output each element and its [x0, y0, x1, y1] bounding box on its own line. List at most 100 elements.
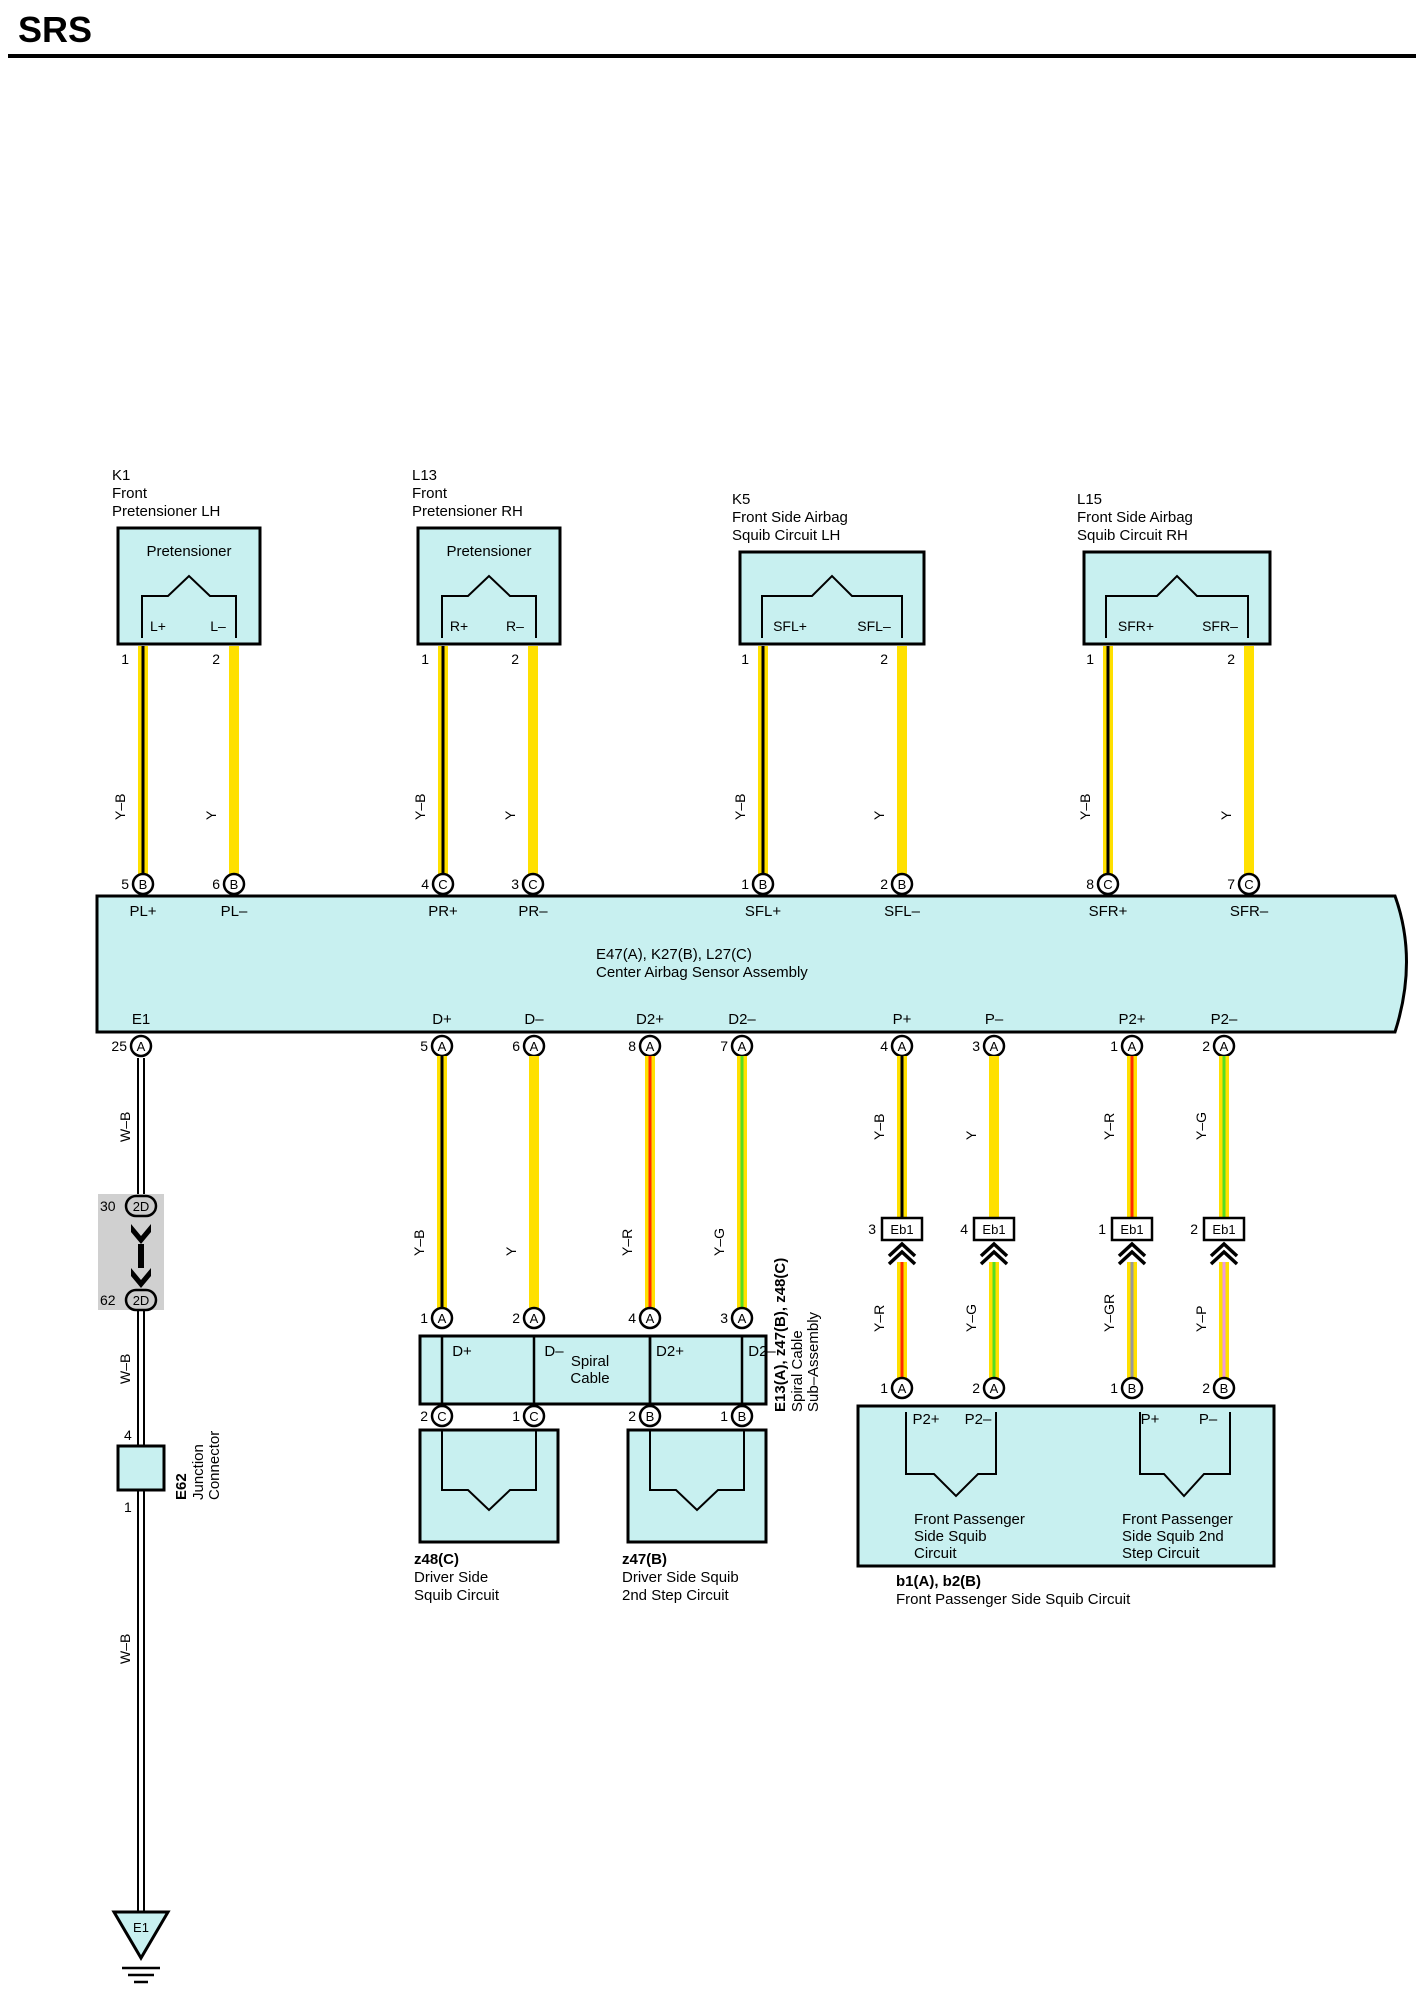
- eb1-chevron-1: [887, 1241, 917, 1266]
- svg-text:C: C: [529, 1409, 538, 1424]
- top-wire-pin-2: 2: [212, 651, 220, 667]
- spiral-upper-wire-1: [437, 1056, 447, 1308]
- svg-text:2: 2: [628, 1408, 636, 1424]
- center-name: Center Airbag Sensor Assembly: [596, 964, 808, 981]
- z47-code: z47(B): [622, 1551, 667, 1568]
- component-k5: K5 Front Side Airbag Squib Circuit LH SF…: [732, 491, 926, 646]
- eb1-lower-wire-1: [897, 1262, 907, 1378]
- spiral-upper-wire-3: [645, 1056, 655, 1308]
- svg-text:Eb1: Eb1: [890, 1222, 913, 1237]
- eb1-upper-wire-3: [1127, 1056, 1137, 1218]
- top-wire-pin-5: 1: [741, 651, 749, 667]
- svg-text:2: 2: [512, 1310, 520, 1326]
- center-top-pin-3: C4: [421, 872, 455, 896]
- center-bottom-pin-1: A25: [111, 1034, 153, 1058]
- svg-text:1: 1: [1110, 1038, 1118, 1054]
- center-bottom-terminal-4: D2+: [636, 1011, 664, 1028]
- spiral-name-1: Spiral: [571, 1353, 609, 1370]
- top-wire-3: [438, 646, 448, 874]
- passenger-left-line2: Side Squib: [914, 1528, 987, 1545]
- k5-terminal-b: SFL–: [857, 618, 891, 634]
- svg-text:B: B: [646, 1409, 655, 1424]
- k1-element-symbol: [141, 574, 237, 638]
- junction-2d-pin-top: 30: [100, 1198, 116, 1214]
- spiral-bottom-pin-2: C1: [512, 1404, 546, 1428]
- center-top-terminal-7: SFR+: [1089, 903, 1128, 920]
- l15-terminal-a: SFR+: [1118, 618, 1154, 634]
- svg-text:2: 2: [1202, 1380, 1210, 1396]
- spiral-terminal-2: D–: [544, 1343, 564, 1360]
- ground-e1-label: E1: [133, 1920, 149, 1935]
- k5-box: [738, 550, 926, 646]
- spiral-wire-label-4: Y–G: [711, 1228, 727, 1256]
- center-top-terminal-5: SFL+: [745, 903, 782, 920]
- svg-text:2: 2: [1190, 1221, 1198, 1237]
- top-wire-label-8: Y: [1218, 810, 1234, 820]
- e62-box: [116, 1444, 166, 1492]
- center-bottom-terminal-6: P+: [893, 1011, 912, 1028]
- svg-text:B: B: [898, 877, 907, 892]
- svg-text:A: A: [530, 1039, 539, 1054]
- center-bottom-pin-7: A3: [972, 1034, 1006, 1058]
- top-wire-pin-8: 2: [1227, 651, 1235, 667]
- ground-wire-label-1: W–B: [117, 1112, 133, 1142]
- center-top-pin-1: B5: [121, 872, 155, 896]
- svg-text:B: B: [759, 877, 768, 892]
- eb1-upper-label-1: Y–B: [871, 1114, 887, 1140]
- passenger-left-line3: Circuit: [914, 1545, 957, 1562]
- l15-line2: Squib Circuit RH: [1077, 527, 1188, 544]
- center-bottom-pin-3: A6: [512, 1034, 546, 1058]
- svg-text:C: C: [1244, 877, 1253, 892]
- passenger-right-line2: Side Squib 2nd: [1122, 1528, 1224, 1545]
- center-top-terminal-1: PL+: [129, 903, 156, 920]
- e62-line1: Junction: [190, 1444, 207, 1500]
- center-code: E47(A), K27(B), L27(C): [596, 946, 752, 963]
- l15-box: [1082, 550, 1272, 646]
- e62-code: E62: [173, 1473, 190, 1500]
- svg-text:A: A: [898, 1039, 907, 1054]
- svg-text:A: A: [1220, 1039, 1229, 1054]
- top-wire-6: [897, 646, 907, 874]
- center-top-terminal-6: SFL–: [884, 903, 921, 920]
- svg-text:1: 1: [420, 1310, 428, 1326]
- passenger-right-line3: Step Circuit: [1122, 1545, 1200, 1562]
- svg-text:8: 8: [628, 1038, 636, 1054]
- svg-text:A: A: [738, 1039, 747, 1054]
- l13-terminal-a: R+: [450, 618, 468, 634]
- center-top-terminal-3: PR+: [428, 903, 458, 920]
- svg-text:B: B: [1220, 1381, 1229, 1396]
- z48-element-symbol: [441, 1430, 537, 1512]
- l13-inner-label: Pretensioner: [446, 543, 531, 560]
- center-bottom-terminal-3: D–: [524, 1011, 544, 1028]
- k5-element-symbol: [761, 574, 903, 638]
- eb1-chevron-4: [1209, 1241, 1239, 1266]
- center-top-terminal-2: PL–: [221, 903, 248, 920]
- svg-text:6: 6: [512, 1038, 520, 1054]
- svg-text:C: C: [437, 1409, 446, 1424]
- svg-text:3: 3: [511, 876, 519, 892]
- passenger-squib-right-symbol: [1139, 1412, 1231, 1498]
- spiral-upper-wire-2: [529, 1056, 539, 1308]
- k5-line1: Front Side Airbag: [732, 509, 848, 526]
- spiral-code: E13(A), z47(B), z48(C): [772, 1258, 789, 1412]
- k1-terminal-b: L–: [210, 618, 226, 634]
- top-wire-pin-4: 2: [511, 651, 519, 667]
- svg-text:A: A: [438, 1311, 447, 1326]
- center-bottom-terminal-7: P–: [985, 1011, 1004, 1028]
- center-top-pin-6: B2: [880, 872, 914, 896]
- l13-code: L13: [412, 467, 437, 484]
- spiral-line1: Spiral Cable: [789, 1330, 806, 1412]
- junction-2d-connector-top: [124, 1194, 158, 1218]
- center-bottom-terminal-9: P2–: [1211, 1011, 1238, 1028]
- spiral-line2: Sub–Assembly: [805, 1311, 822, 1412]
- center-bottom-pin-6: A4: [880, 1034, 914, 1058]
- k1-line2: Pretensioner LH: [112, 503, 220, 520]
- svg-text:Eb1: Eb1: [1212, 1222, 1235, 1237]
- center-bottom-terminal-8: P2+: [1118, 1011, 1145, 1028]
- spiral-top-pin-1: A1: [420, 1306, 454, 1330]
- center-top-pin-2: B6: [212, 872, 246, 896]
- svg-text:4: 4: [628, 1310, 636, 1326]
- spiral-top-pin-3: A4: [628, 1306, 662, 1330]
